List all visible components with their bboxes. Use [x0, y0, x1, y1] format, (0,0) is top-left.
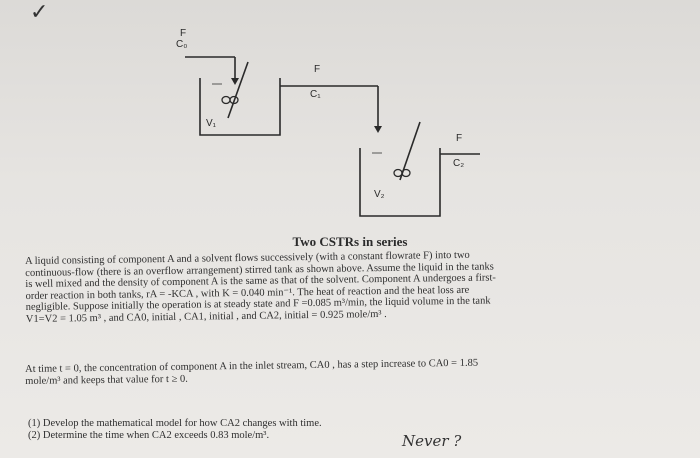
- tank-2-impeller-left: [393, 168, 403, 178]
- tank-1-impeller-right: [229, 95, 239, 105]
- inlet-arrow: [231, 78, 239, 85]
- tank-2-volume-label: V₂: [374, 189, 385, 200]
- tank-1: [199, 78, 281, 136]
- tank-2: [359, 148, 441, 217]
- tank-1-stirrer-shaft: [227, 61, 249, 119]
- handwritten-checkmark: ✓: [30, 0, 49, 25]
- problem-paragraph-1: A liquid consisting of component A and a…: [25, 249, 496, 325]
- tank-1-outlet-flow-label: F: [314, 64, 321, 75]
- figure-caption: Two CSTRs in series: [292, 234, 408, 249]
- handwritten-note: Never ?: [402, 432, 462, 450]
- tank-1-outlet-conc-label: C₁: [310, 89, 321, 100]
- question-1: (1) Develop the mathematical model for h…: [28, 418, 322, 429]
- tank-1-impeller-left: [221, 95, 231, 105]
- tank-2-outlet-flow-label: F: [456, 133, 463, 144]
- tank-2-outlet-conc-label: C₂: [453, 158, 465, 169]
- cstr-series-diagram: [185, 56, 480, 217]
- inlet-conc-label: C₀: [176, 39, 188, 50]
- inlet-flow-label: F: [180, 28, 187, 39]
- tank-2-impeller-right: [401, 168, 411, 178]
- tank-1-volume-label: V₁: [206, 118, 217, 129]
- tank-1-outlet-arrow: [374, 126, 382, 133]
- problem-questions: (1) Develop the mathematical model for h…: [28, 418, 322, 441]
- question-2: (2) Determine the time when CA2 exceeds …: [28, 429, 270, 441]
